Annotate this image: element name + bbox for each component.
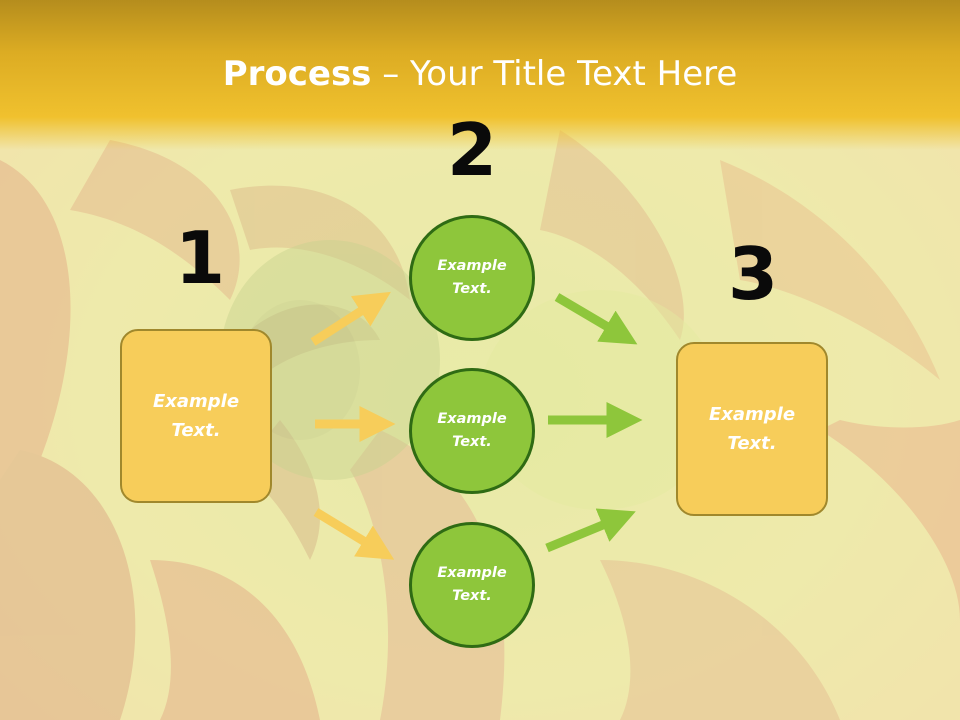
process-box-right: Example Text. [676, 342, 828, 516]
process-circle-middle: Example Text. [409, 368, 535, 494]
process-circle-top: Example Text. [409, 215, 535, 341]
process-box-left-text: Example Text. [152, 391, 240, 441]
arrow-circle-bottom-to-box3 [545, 508, 636, 553]
process-circle-top-text: Example Text. [437, 258, 507, 297]
title-strong: Process [222, 54, 372, 94]
process-circle-bottom-text: Example Text. [437, 565, 507, 604]
title-band [0, 0, 960, 150]
slide-title: Process – Your Title Text Here [0, 52, 960, 96]
process-circle-middle-text: Example Text. [437, 411, 507, 450]
process-box-left: Example Text. [120, 329, 272, 503]
arrow-box1-to-circle-top [310, 291, 391, 346]
arrow-box1-to-circle-bottom [313, 508, 395, 560]
arrow-circle-top-to-box3 [554, 293, 638, 345]
title-rest: – Your Title Text Here [371, 54, 738, 94]
process-circle-bottom: Example Text. [409, 522, 535, 648]
process-box-right-text: Example Text. [708, 404, 796, 454]
step-number-3: 3 [727, 232, 779, 316]
step-number-1: 1 [174, 216, 226, 300]
step-number-2: 2 [446, 108, 498, 192]
